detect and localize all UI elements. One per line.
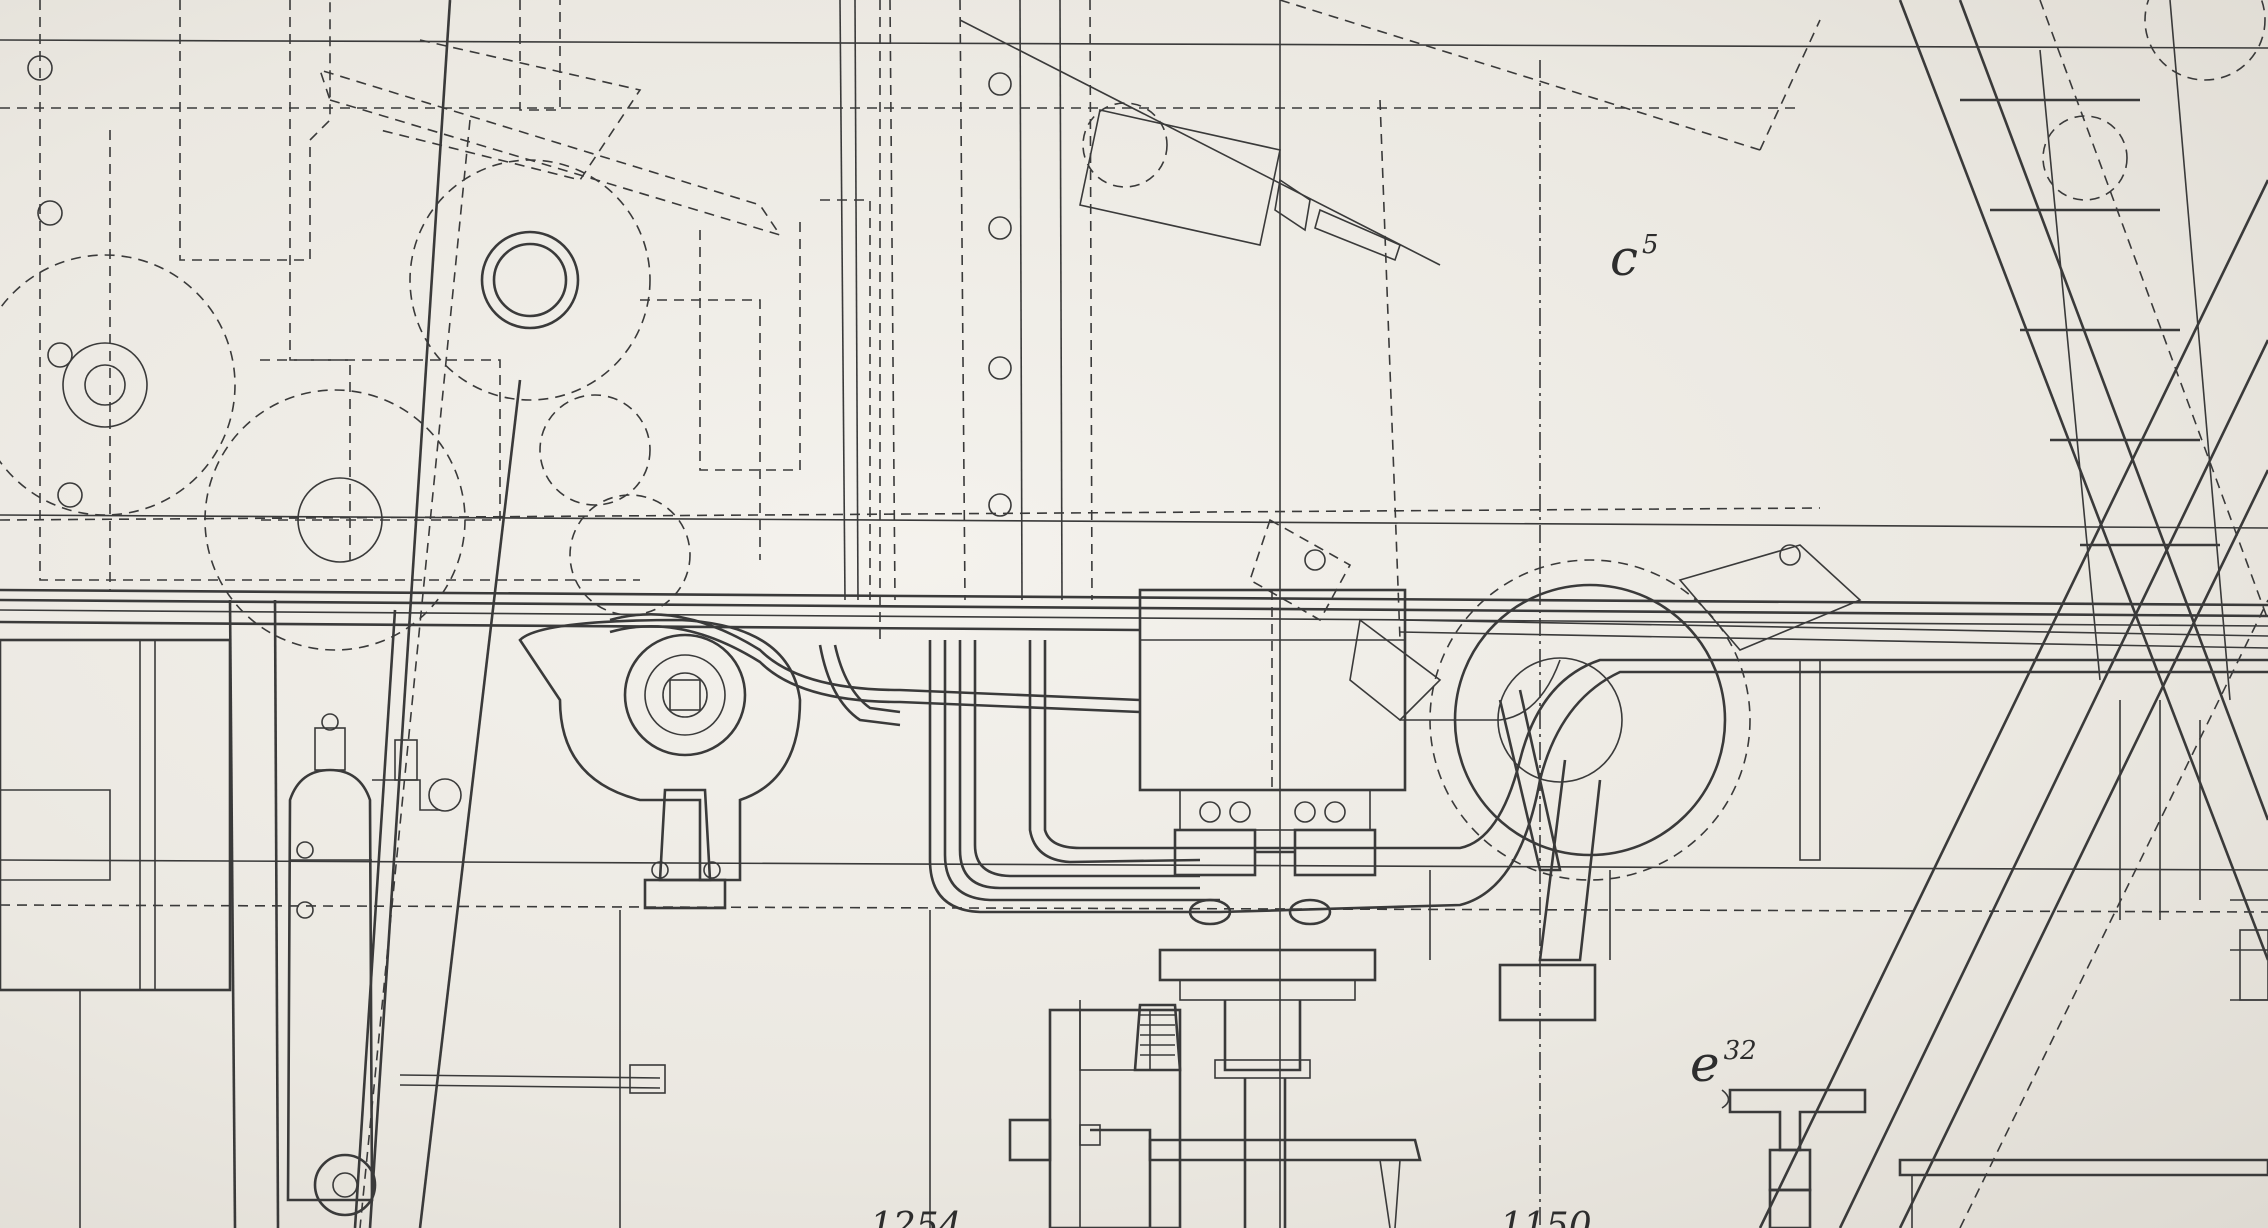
central-valve-chest <box>1138 588 1407 1228</box>
dimension-left: 1254 <box>870 1206 962 1228</box>
dimension-right: 1150 <box>1500 1206 1592 1228</box>
left-housing <box>39 0 871 600</box>
upper-angled-screw <box>959 0 1821 266</box>
label-e32-symbol: e <box>1690 1035 1720 1093</box>
lower-gearbox <box>619 910 1422 1228</box>
label-e32-superscript: 32 <box>1723 1036 1757 1066</box>
main-beams <box>0 588 2268 649</box>
left-cylinder-valve <box>286 713 666 1217</box>
centre-pump <box>518 618 802 910</box>
label-c5-symbol: c <box>1610 229 1639 287</box>
right-pulley <box>1249 518 1862 1022</box>
vertical-column <box>839 0 1093 601</box>
left-cabinet <box>0 599 280 1228</box>
right-lattice-tower <box>1758 0 2268 1228</box>
left-gears <box>0 55 691 651</box>
diagonal-strut <box>353 0 522 1228</box>
pipe-bundle <box>609 613 2268 914</box>
label-c5-superscript: 5 <box>1642 230 1659 260</box>
e32-fitting <box>1721 1088 2268 1228</box>
